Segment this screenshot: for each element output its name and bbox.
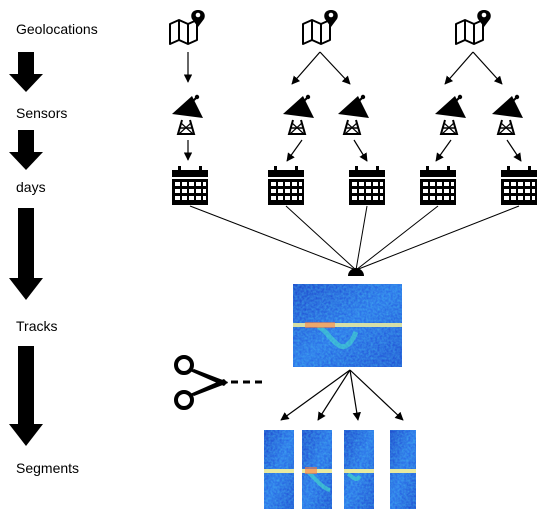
track-to-segment-arrows [280, 369, 404, 421]
satellite-dish-icon [171, 93, 204, 135]
merge-node [348, 268, 364, 276]
day-to-track-lines [189, 205, 520, 271]
satellite-dish-icon [282, 93, 315, 135]
stage-arrow-1 [9, 52, 43, 92]
calendar-icon [268, 166, 304, 205]
segment-spectrogram [344, 430, 374, 509]
satellite-dish-icon [491, 93, 524, 135]
map-pin-icon [302, 9, 339, 45]
calendar-icon [501, 166, 537, 205]
stage-arrow-2 [9, 130, 43, 170]
satellite-dish-icon [337, 93, 370, 135]
satellite-dish-icon [434, 93, 467, 135]
stage-arrow-3 [9, 208, 43, 300]
sensor-to-day-arrows [183, 139, 522, 162]
stage-arrow-4 [9, 346, 43, 446]
segment-spectrogram [390, 430, 416, 509]
calendar-icon [172, 166, 208, 205]
map-pin-icon [455, 9, 492, 45]
stage-label-sensors: Sensors [16, 105, 67, 121]
segment-spectrogram [302, 430, 332, 509]
segment-spectrogram [264, 430, 294, 509]
map-pin-icon [169, 9, 206, 45]
stage-label-geolocations: Geolocations [16, 21, 98, 37]
geolocation-to-sensor-arrows [183, 51, 503, 85]
calendar-icon [420, 166, 456, 205]
calendar-icon [349, 166, 385, 205]
stage-label-days: days [16, 179, 46, 195]
stage-label-segments: Segments [16, 460, 79, 476]
scissors-icon [174, 355, 228, 410]
stage-label-tracks: Tracks [16, 318, 57, 334]
track-spectrogram [293, 284, 402, 367]
